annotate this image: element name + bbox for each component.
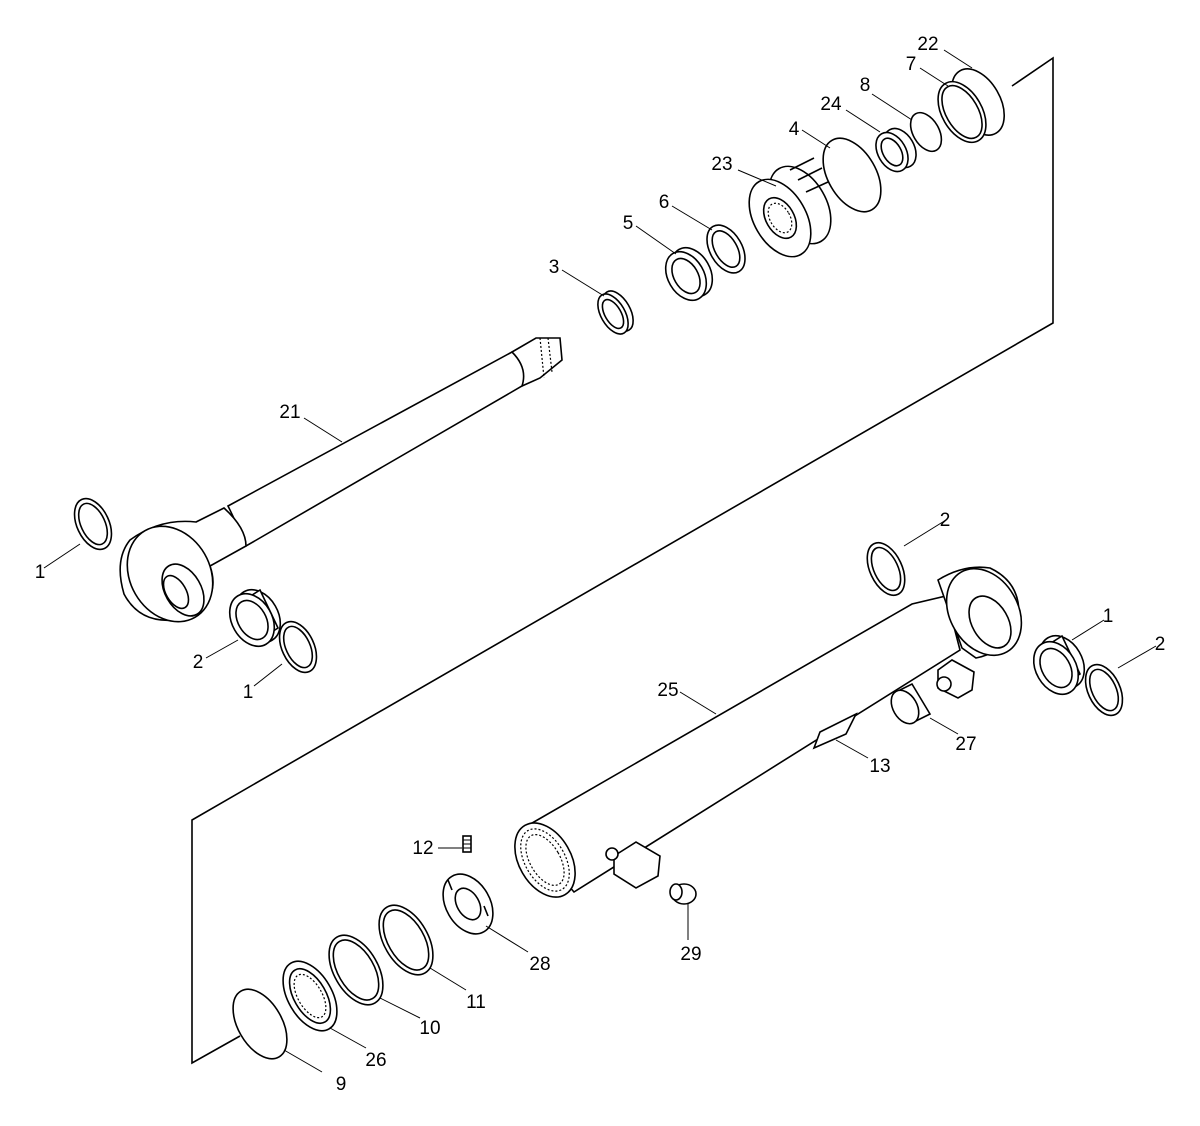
part-27-plug xyxy=(890,682,932,725)
part-29-plug-screw xyxy=(669,883,697,905)
part-26-rod-cover xyxy=(282,960,338,1032)
callout-24: 24 xyxy=(820,94,842,115)
assembly-frame xyxy=(191,56,1054,1065)
callout-1-right: 1 xyxy=(1103,606,1114,627)
part-2-snap-ring-right xyxy=(1084,663,1124,717)
callout-1-lower-left: 1 xyxy=(243,682,254,703)
callout-8: 8 xyxy=(860,75,871,96)
callout-4: 4 xyxy=(789,119,800,140)
part-25-cylinder-tube xyxy=(514,566,1023,898)
part-11-ring xyxy=(378,904,434,976)
callout-9: 9 xyxy=(336,1074,347,1095)
callout-11: 11 xyxy=(466,992,486,1013)
part-1-snap-ring-lower xyxy=(278,620,318,674)
callout-2-upper-right: 2 xyxy=(940,510,951,531)
part-5-seal xyxy=(664,246,714,302)
part-3-wear-ring xyxy=(597,290,634,335)
part-6-seal xyxy=(706,224,746,274)
part-1-snap-ring-upper xyxy=(73,497,113,551)
callout-22: 22 xyxy=(917,34,938,55)
part-24-bushing xyxy=(875,127,917,173)
part-12-set-screw xyxy=(462,835,472,853)
callout-12: 12 xyxy=(412,838,433,859)
part-2-snap-ring-upper-right xyxy=(866,541,906,597)
callout-1-upper-left: 1 xyxy=(35,562,46,583)
callout-2-left: 2 xyxy=(193,652,204,673)
part-9-oring xyxy=(232,988,288,1060)
callout-13: 13 xyxy=(869,756,890,777)
callout-27: 27 xyxy=(955,734,976,755)
callout-23: 23 xyxy=(711,154,732,175)
callout-29: 29 xyxy=(680,944,701,965)
leader-lines xyxy=(43,49,1157,1073)
callout-labels: 22 7 8 24 4 23 6 5 3 21 1 2 1 2 1 2 25 2… xyxy=(35,34,1166,1095)
part-21-piston-rod xyxy=(119,337,563,623)
callout-6: 6 xyxy=(659,192,670,213)
part-1-bushing-right xyxy=(1032,634,1086,696)
part-7-ring xyxy=(937,80,987,144)
part-4-oring xyxy=(822,137,882,213)
part-2-bushing-left xyxy=(228,588,282,648)
callout-3: 3 xyxy=(549,257,560,278)
callout-2-right: 2 xyxy=(1155,634,1166,655)
callout-10: 10 xyxy=(419,1018,440,1039)
part-8-oring xyxy=(909,111,943,153)
part-23-piston xyxy=(748,157,832,258)
callout-21: 21 xyxy=(279,402,300,423)
part-28-nut xyxy=(442,873,494,935)
callout-7: 7 xyxy=(906,54,917,75)
callout-26: 26 xyxy=(365,1050,386,1071)
callout-25: 25 xyxy=(657,680,678,701)
callout-5: 5 xyxy=(623,213,634,234)
callout-28: 28 xyxy=(529,954,550,975)
part-10-oring xyxy=(328,934,384,1006)
